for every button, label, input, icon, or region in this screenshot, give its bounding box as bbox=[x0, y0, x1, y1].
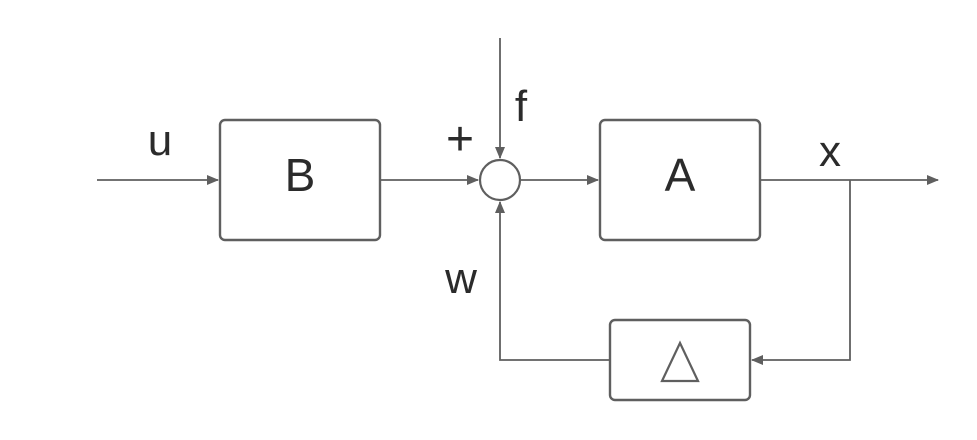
block-a-label: A bbox=[665, 149, 696, 201]
signal-label-w: w bbox=[444, 254, 477, 303]
signal-label-x: x bbox=[819, 127, 841, 176]
delta-symbol bbox=[660, 340, 700, 383]
feedback-branch-wire bbox=[751, 180, 851, 365]
feedback-return-wire bbox=[495, 201, 610, 361]
summing-plus-sign: + bbox=[446, 113, 474, 166]
signal-label-u: u bbox=[148, 116, 172, 165]
signal-label-f: f bbox=[515, 82, 528, 131]
summing-junction bbox=[478, 158, 522, 202]
block-delta bbox=[608, 318, 752, 402]
block-b-label: B bbox=[285, 149, 316, 201]
